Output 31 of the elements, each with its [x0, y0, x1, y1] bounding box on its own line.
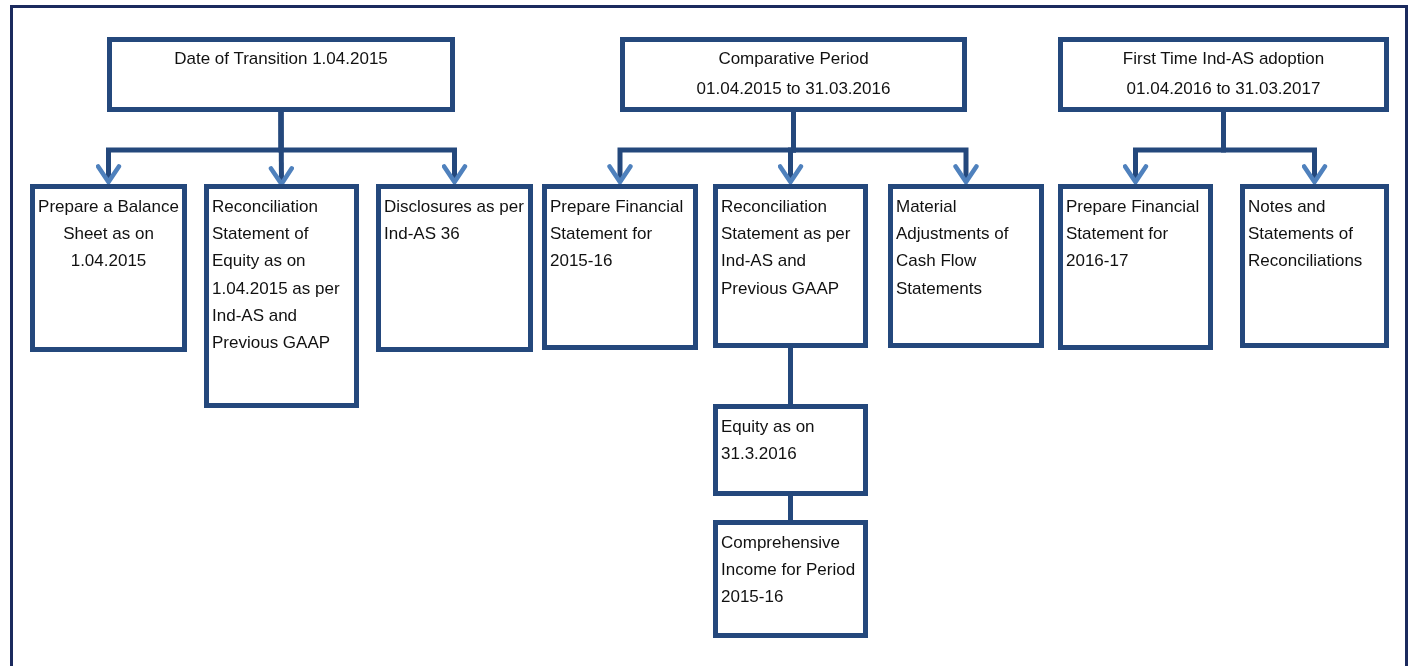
- box-text: Disclosures as per Ind-AS 36: [384, 196, 525, 246]
- task-box: [713, 404, 868, 496]
- box-text: Equity as on 31.3.2016: [721, 416, 816, 466]
- task-box: [1058, 184, 1213, 350]
- box-text: Prepare Financial Statement for 2015-16: [550, 196, 685, 273]
- phase-box: [107, 37, 455, 112]
- arrow: [791, 112, 979, 185]
- connector-line: [788, 348, 793, 404]
- task-box: [30, 184, 187, 352]
- arrow: [278, 112, 468, 185]
- connector-line: [788, 496, 793, 520]
- box-text: Reconciliation Statement as per Ind-AS and Previous GAAP: [721, 196, 852, 300]
- box-text: Prepare Financial Statement for 2016-17: [1066, 196, 1201, 273]
- task-box: [713, 520, 868, 638]
- box-text: Prepare a Balance Sheet as on 1.04.2015: [38, 196, 179, 273]
- phase-box: [620, 37, 967, 112]
- task-box: [204, 184, 359, 408]
- box-text: Material Adjustments of Cash Flow Statements: [896, 196, 1010, 300]
- task-box: [376, 184, 533, 352]
- arrow: [1221, 112, 1328, 185]
- task-box: [713, 184, 868, 348]
- box-text: Comparative Period 01.04.2015 to 31.03.2016: [695, 48, 892, 100]
- box-text: First Time Ind-AS adoption 01.04.2016 to 31.03.2017: [1121, 48, 1326, 100]
- box-text: Reconciliation Statement of Equity as on 1.04.2015 as per Ind-AS and Previous GAAP: [212, 196, 341, 354]
- phase-box: [1058, 37, 1389, 112]
- box-text: Notes and Statements of Reconciliations: [1248, 196, 1364, 273]
- task-box: [888, 184, 1044, 348]
- box-text: Comprehensive Income for Period 2015-16: [721, 532, 857, 609]
- task-box: [542, 184, 698, 350]
- box-text: Date of Transition 1.04.2015: [173, 48, 389, 70]
- task-box: [1240, 184, 1389, 348]
